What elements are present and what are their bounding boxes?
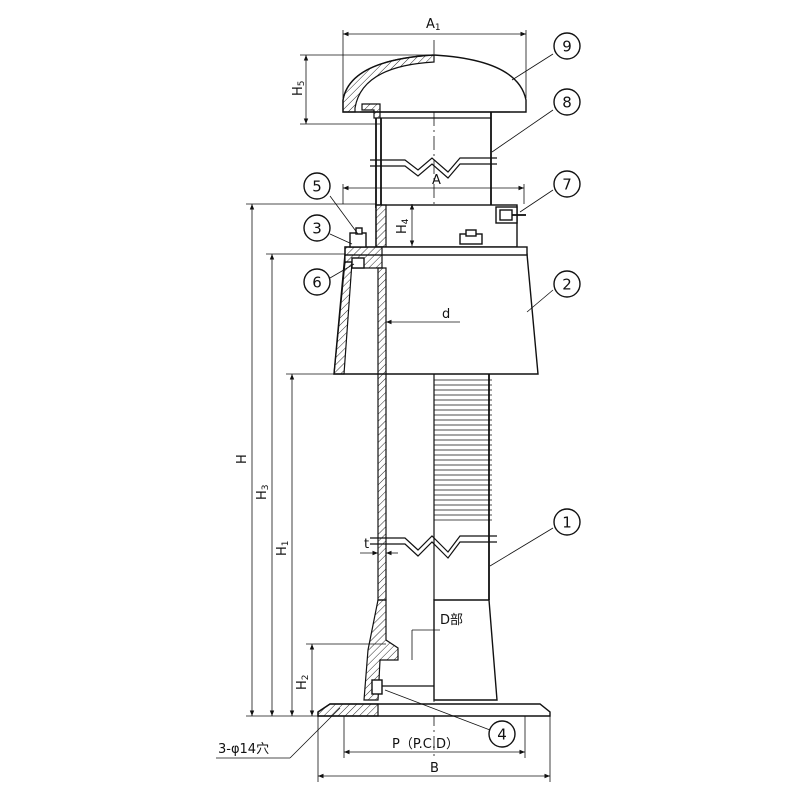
- dim-holes: 3-φ14穴: [218, 742, 269, 757]
- svg-text:2: 2: [562, 276, 572, 294]
- callout-2: 2: [553, 270, 581, 298]
- dim-d-part: D部: [440, 613, 463, 628]
- corrugated-section: [434, 379, 492, 521]
- cap-part: [342, 54, 527, 119]
- callout-5: 5: [303, 172, 331, 200]
- svg-text:3: 3: [312, 220, 322, 238]
- callout-6: 6: [303, 268, 331, 296]
- dim-p: P（P.C.D）: [392, 737, 459, 752]
- dim-d: d: [442, 307, 450, 322]
- dim-h5: H5: [291, 80, 307, 96]
- callout-4: 4: [488, 720, 516, 748]
- svg-text:9: 9: [562, 38, 572, 56]
- callout-7: 7: [553, 170, 581, 198]
- dim-t: t: [364, 537, 369, 552]
- svg-text:4: 4: [497, 726, 507, 744]
- callout-9: 9: [553, 32, 581, 60]
- dimension-lines: [216, 30, 551, 782]
- main-pipe-part: [317, 267, 551, 717]
- svg-text:7: 7: [562, 176, 572, 194]
- svg-text:8: 8: [562, 94, 572, 112]
- dim-h: H: [235, 454, 250, 464]
- socket-collar: [375, 204, 526, 248]
- svg-text:1: 1: [562, 514, 572, 532]
- callout-1: 1: [553, 508, 581, 536]
- dimension-labels: A1 A H5 H4 H H3 H1 H2 d t D部 3-φ14穴 P（P.…: [218, 17, 463, 776]
- callout-8: 8: [553, 88, 581, 116]
- dim-h2: H2: [295, 674, 311, 690]
- svg-text:6: 6: [312, 274, 322, 292]
- dim-h3: H3: [255, 484, 271, 500]
- callout-3: 3: [303, 214, 331, 242]
- svg-text:5: 5: [312, 178, 322, 196]
- dim-h4: H4: [395, 218, 411, 234]
- cone-body-part: [333, 227, 539, 375]
- callout-leaders: [329, 53, 554, 731]
- dim-a: A: [432, 173, 441, 188]
- upper-pipe-part: [370, 112, 497, 208]
- dim-b: B: [430, 761, 439, 776]
- dim-h1: H1: [275, 540, 291, 556]
- dim-a1: A1: [426, 17, 441, 33]
